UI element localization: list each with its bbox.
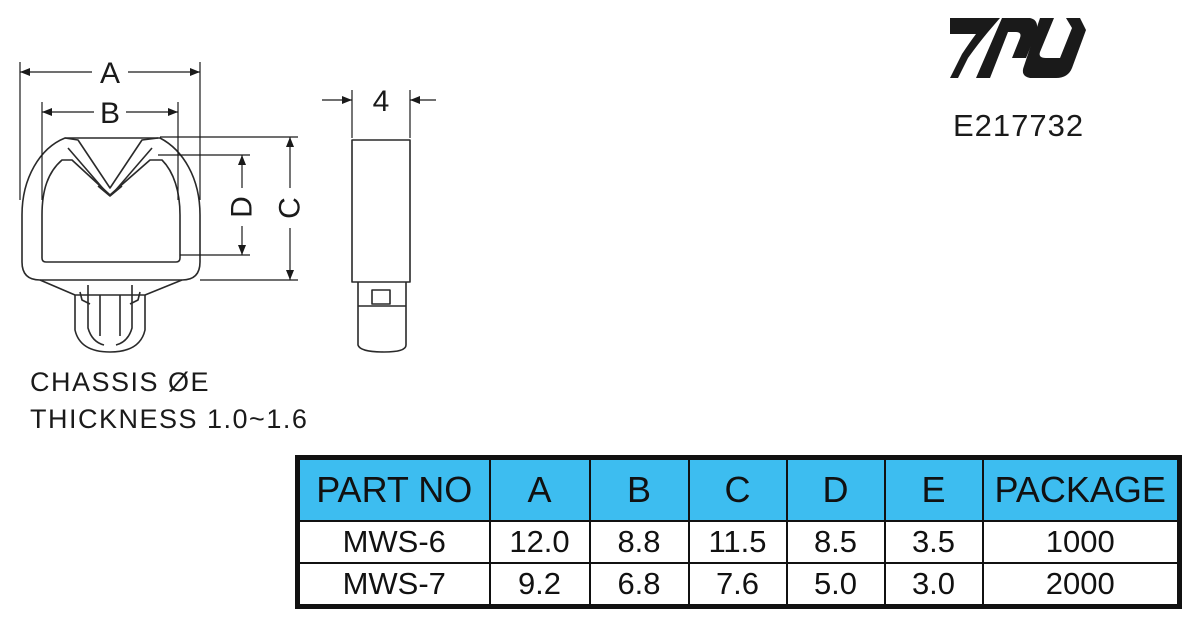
dim-label-width: 4 — [373, 85, 390, 118]
dim-label-c: C — [274, 197, 307, 219]
dimension-lines — [19, 62, 298, 281]
header-c: C — [687, 456, 788, 522]
note-chassis: CHASSIS ØE — [30, 367, 211, 397]
table-row: MWS-6 12.0 8.8 11.5 8.5 3.5 1000 — [296, 520, 1181, 564]
cell-c: 11.5 — [687, 520, 788, 564]
table-header-row: PART NO A B C D E PACKAGE — [296, 456, 1181, 522]
dim-label-b: B — [100, 97, 120, 130]
ul-logo — [950, 18, 1086, 78]
cell-package: 2000 — [981, 562, 1181, 608]
cell-e: 3.5 — [883, 520, 984, 564]
table-row: MWS-7 9.2 6.8 7.6 5.0 3.0 2000 — [296, 562, 1181, 608]
header-d: D — [785, 456, 886, 522]
cell-a: 9.2 — [488, 562, 591, 608]
cell-b: 8.8 — [588, 520, 690, 564]
cell-d: 8.5 — [785, 520, 886, 564]
cell-c: 7.6 — [687, 562, 788, 608]
cell-b: 6.8 — [588, 562, 690, 608]
cell-package: 1000 — [981, 520, 1181, 564]
cell-d: 5.0 — [785, 562, 886, 608]
cell-a: 12.0 — [488, 520, 591, 564]
dim-label-d: D — [226, 196, 259, 218]
header-e: E — [883, 456, 984, 522]
spec-table: PART NO A B C D E PACKAGE MWS-6 12.0 8.8… — [295, 455, 1182, 609]
clip-side-view — [351, 139, 411, 353]
certification-number: E217732 — [953, 108, 1085, 143]
note-thickness: THICKNESS 1.0~1.6 — [30, 404, 309, 434]
header-package: PACKAGE — [981, 456, 1181, 522]
header-part-no: PART NO — [296, 456, 491, 522]
cell-part-no: MWS-6 — [296, 520, 491, 564]
header-a: A — [488, 456, 591, 522]
header-b: B — [588, 456, 690, 522]
cell-e: 3.0 — [883, 562, 984, 608]
clip-front-view — [21, 137, 201, 353]
cell-part-no: MWS-7 — [296, 562, 491, 608]
width-dimension — [322, 90, 436, 138]
dim-label-a: A — [100, 57, 120, 90]
